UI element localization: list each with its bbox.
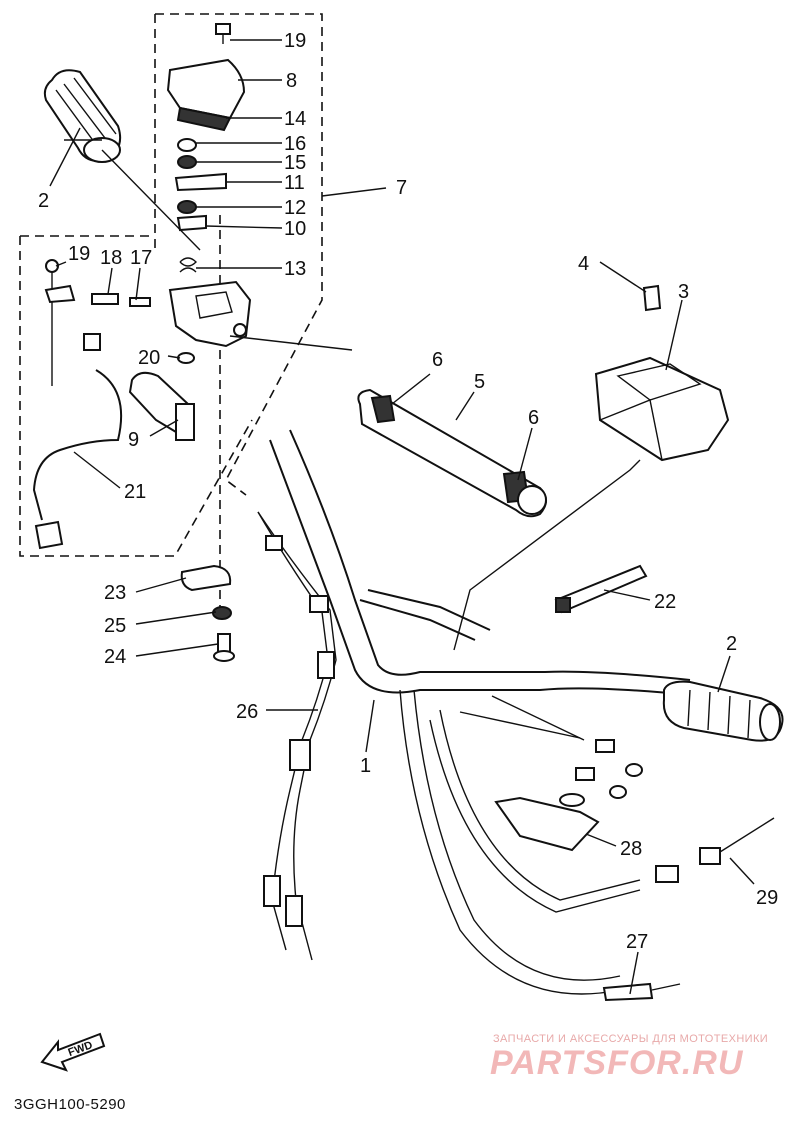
- callout-12: 12: [284, 197, 306, 219]
- fwd-label: FWD: [67, 1039, 95, 1059]
- handlebar: [269, 429, 691, 696]
- callout-25: 25: [104, 615, 126, 637]
- callout-22: 22: [654, 591, 676, 613]
- callout-15: 15: [284, 152, 306, 174]
- throttle-housing-body: [168, 280, 252, 348]
- throttle-cable: [257, 511, 337, 961]
- callout-27: 27: [626, 931, 648, 953]
- callout-19-left: 19: [68, 243, 90, 265]
- throttle-washers: [174, 138, 227, 273]
- callout-2-left: 2: [38, 190, 49, 212]
- switch-parts: [32, 259, 195, 550]
- callout-7: 7: [396, 177, 407, 199]
- throttle-housing-cover: [166, 23, 246, 132]
- callout-14: 14: [284, 108, 306, 130]
- callout-29: 29: [756, 887, 778, 909]
- callout-8: 8: [286, 70, 297, 92]
- callouts: 19 8 14 16 15 11 7 12 10 13 2 19 18 17 2…: [38, 30, 778, 953]
- left-grip: [43, 69, 122, 163]
- cable-adjusters: [459, 695, 775, 883]
- callout-10: 10: [284, 218, 306, 240]
- watermark-tagline: ЗАПЧАСТИ И АКСЕССУАРЫ ДЛЯ МОТОТЕХНИКИ: [493, 1033, 769, 1045]
- switch-assembly-dashed-box: [19, 235, 253, 557]
- throttle-tube: [357, 388, 547, 518]
- clutch-cable: [399, 689, 681, 1002]
- right-switch-body: [594, 284, 730, 462]
- callout-20: 20: [138, 347, 160, 369]
- fwd-arrow-icon: FWD: [40, 1032, 106, 1072]
- callout-23: 23: [104, 582, 126, 604]
- throttle-assembly-dashed-box: [154, 13, 323, 496]
- leader-lines: [49, 39, 755, 995]
- callout-13: 13: [284, 258, 306, 280]
- callout-26: 26: [236, 701, 258, 723]
- callout-19-top: 19: [284, 30, 306, 52]
- clamp-parts: [180, 564, 235, 662]
- callout-2-right: 2: [726, 633, 737, 655]
- callout-6-right: 6: [528, 407, 539, 429]
- callout-1: 1: [360, 755, 371, 777]
- callout-4: 4: [578, 253, 589, 275]
- callout-6-left: 6: [432, 349, 443, 371]
- callout-28: 28: [620, 838, 642, 860]
- callout-24: 24: [104, 646, 126, 668]
- callout-21: 21: [124, 481, 146, 503]
- callout-17: 17: [130, 247, 152, 269]
- right-grip: [662, 680, 784, 742]
- callout-3: 3: [678, 281, 689, 303]
- cable-strap: [554, 564, 648, 614]
- callout-9: 9: [128, 429, 139, 451]
- callout-18: 18: [100, 247, 122, 269]
- watermark-brand: PARTSFOR.RU: [490, 1044, 744, 1082]
- callout-11: 11: [284, 172, 305, 194]
- callout-5: 5: [474, 371, 485, 393]
- callout-16: 16: [284, 133, 306, 155]
- diagram-code: 3GGH100-5290: [14, 1096, 126, 1113]
- lever-cover: [494, 793, 600, 852]
